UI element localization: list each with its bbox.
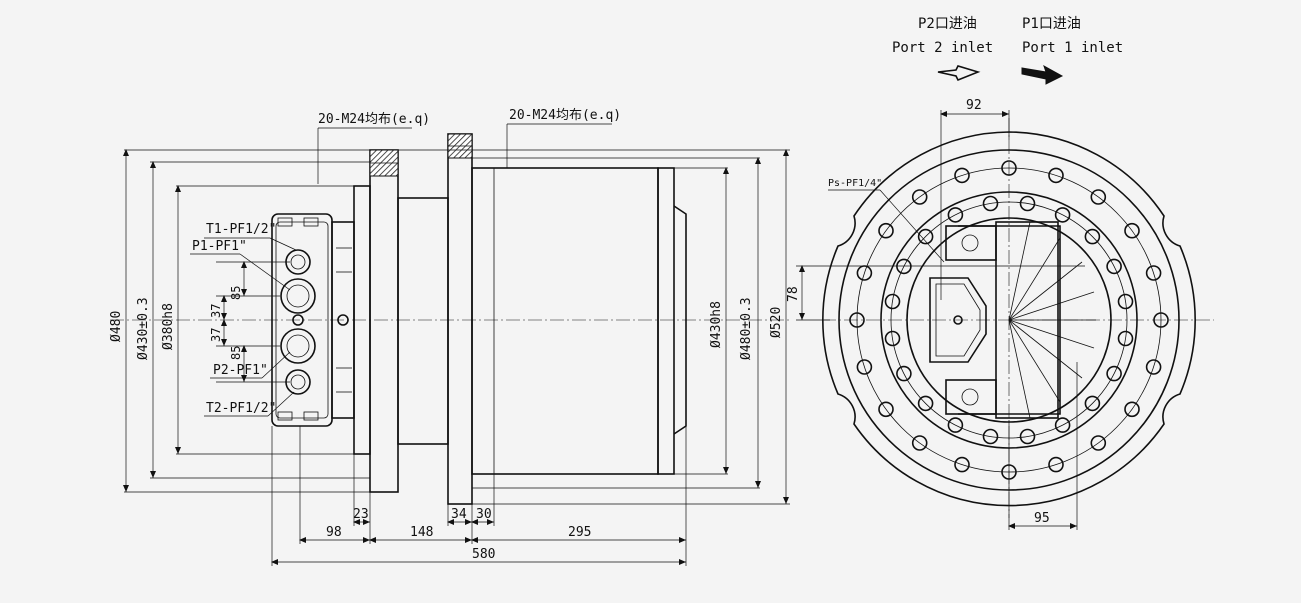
outer-bolt-hole: [1090, 189, 1107, 205]
outer-bolt-hole: [954, 167, 970, 184]
dim-78: 78: [786, 286, 801, 302]
inner-bolt-hole: [884, 293, 901, 310]
dim-34: 34: [451, 507, 467, 522]
left-diameter-dims: Ø480 Ø430±0.3 Ø380h8: [109, 149, 181, 492]
outer-bolt-hole: [954, 456, 970, 473]
radial-lines: [1008, 221, 1096, 419]
inner-bolt-hole: [947, 417, 964, 433]
dim-95: 95: [1034, 511, 1050, 526]
end-view: P2口进油 Port 2 inlet P1口进油 Port 1 inlet 92…: [786, 16, 1214, 530]
main-drum: [471, 167, 687, 475]
port2-en-label: Port 2 inlet: [892, 40, 993, 56]
outer-bolt-hole: [856, 359, 873, 375]
dim-d430-right: Ø430h8: [709, 301, 724, 348]
hub-neck: [397, 197, 449, 445]
dim-92-group: 92: [940, 98, 1010, 300]
inner-bolt-hole: [982, 195, 999, 212]
rotating-flange: [447, 133, 473, 505]
side-view: Ø480 Ø430±0.3 Ø380h8 Ø430h8 Ø480±0.3 Ø52…: [109, 108, 790, 566]
outer-bolt-hole: [1048, 456, 1064, 473]
dim-85-upper: 85: [229, 286, 243, 300]
outer-bolt-hole: [1001, 160, 1017, 176]
dim-d520-right: Ø520: [769, 307, 784, 338]
inner-bolt-hole: [1106, 365, 1122, 382]
inner-bolt-hole: [982, 428, 999, 445]
inner-bolt-hole: [917, 395, 934, 412]
outer-bolt-hole: [1145, 359, 1162, 375]
port2-arrow-icon: [937, 65, 981, 82]
dim-148: 148: [410, 525, 433, 540]
right-diameter-dims: Ø430h8 Ø480±0.3 Ø520: [709, 149, 789, 504]
inner-bolt-hole: [1054, 417, 1071, 433]
outer-bolt-hole: [1153, 312, 1169, 328]
dim-95-group: 95: [1008, 362, 1078, 530]
inner-bolt-hole: [896, 258, 912, 275]
bottom-length-dims: 23 34 30 98 148 295 580: [271, 426, 687, 566]
outer-bolt-hole: [878, 222, 894, 239]
outer-bolt-hole: [1145, 265, 1162, 281]
label-p2-port: P2-PF1": [213, 363, 268, 378]
dim-23: 23: [353, 507, 369, 522]
ps-callout: Ps-PF1/4": [828, 178, 945, 263]
dim-78-group: 78: [786, 265, 1085, 321]
outer-bolt-hole: [1048, 167, 1064, 184]
dim-d480-right: Ø480±0.3: [739, 297, 754, 360]
ps-port-label: Ps-PF1/4": [828, 178, 882, 189]
dim-30: 30: [476, 507, 492, 522]
dim-37-upper: 37: [209, 304, 223, 318]
label-t1-port: T1-PF1/2": [206, 222, 276, 237]
outer-bolt-hole: [849, 312, 865, 328]
bolt-note-left: 20-M24均布(e.q): [318, 112, 430, 127]
dim-d380-left: Ø380h8: [161, 303, 176, 350]
bolt-note-leaders: [124, 123, 790, 505]
port2-cn-label: P2口进油: [918, 16, 977, 32]
inner-bolt-hole: [947, 207, 964, 223]
inner-bolt-hole: [1117, 330, 1134, 347]
inner-bolt-hole: [1106, 258, 1122, 275]
port1-en-label: Port 1 inlet: [1022, 40, 1123, 56]
inner-bolt-hole: [1019, 195, 1036, 212]
port1-cn-label: P1口进油: [1022, 16, 1081, 32]
dim-85-lower: 85: [229, 346, 243, 360]
dim-d480-left: Ø480: [109, 311, 124, 342]
dim-580: 580: [472, 547, 495, 562]
inner-bolt-hole: [896, 365, 912, 382]
outer-bolt-hole: [1124, 401, 1140, 418]
outer-bolt-hole: [1124, 222, 1140, 239]
outer-bolt-hole: [911, 435, 928, 451]
label-p1-port: P1-PF1": [192, 239, 247, 254]
port-callouts: T1-PF1/2" P1-PF1" P2-PF1" T2-PF1/2": [190, 222, 297, 417]
fixed-flange: [369, 149, 399, 493]
dim-92: 92: [966, 98, 982, 113]
inner-bolt-hole: [1117, 293, 1134, 310]
inner-bolt-hole: [917, 228, 934, 245]
bolt-note-right: 20-M24均布(e.q): [509, 108, 621, 123]
inner-bolt-holes: [884, 195, 1134, 445]
dim-37-lower: 37: [209, 328, 223, 342]
inner-bolt-hole: [1084, 228, 1101, 245]
outer-bolt-hole: [1090, 435, 1107, 451]
inner-bolt-hole: [1054, 207, 1071, 223]
dim-98: 98: [326, 525, 342, 540]
dim-295: 295: [568, 525, 591, 540]
inner-bolt-hole: [884, 330, 901, 347]
port1-arrow-icon: [1021, 64, 1064, 85]
inner-bolt-hole: [1019, 428, 1036, 445]
outer-bolt-hole: [878, 401, 894, 418]
dim-d430-left: Ø430±0.3: [136, 297, 151, 360]
label-t2-port: T2-PF1/2": [206, 401, 276, 416]
outer-bolt-hole: [911, 189, 928, 205]
inner-bolt-hole: [1084, 395, 1101, 412]
port-spacing-dims: 85 37 37 85: [209, 261, 290, 383]
